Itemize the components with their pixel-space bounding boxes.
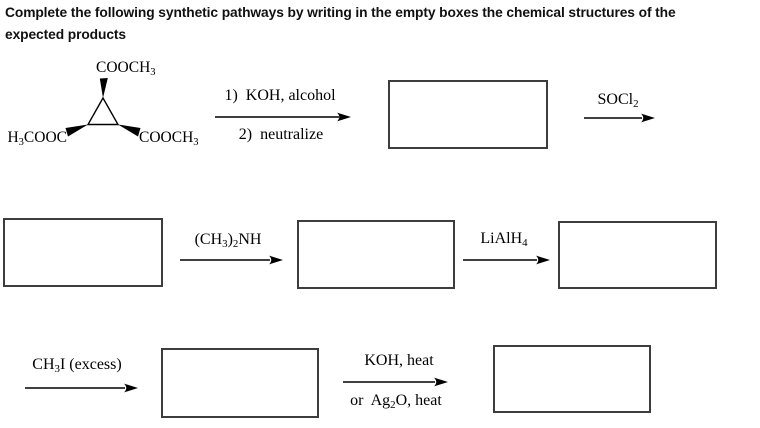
wedge-bond-right xyxy=(118,124,141,137)
substituent-label-top: COOCH3 xyxy=(96,59,156,78)
answer-box-6[interactable] xyxy=(493,345,651,413)
answer-box-2[interactable] xyxy=(3,218,163,287)
reagent-text-step6-above: KOH, heat xyxy=(364,352,434,369)
reagent-text-step4: LiAlH4 xyxy=(480,230,528,250)
reagent-text-step3: (CH3)2NH xyxy=(194,231,262,251)
reagent-text-step1-above: 1) KOH, alcohol xyxy=(224,87,336,104)
substituent-label-left: H3COOC xyxy=(7,129,67,148)
reaction-arrow-1 xyxy=(215,112,351,122)
reaction-arrow-3 xyxy=(180,255,283,265)
reaction-arrow-5 xyxy=(25,383,138,393)
cyclopropane-ring xyxy=(86,96,120,126)
wedge-bond-top xyxy=(99,78,108,98)
title-line-1: Complete the following synthetic pathway… xyxy=(5,5,676,20)
reagent-text-step2: SOCl2 xyxy=(597,91,639,111)
reaction-arrow-4 xyxy=(463,255,550,265)
title-line-2: expected products xyxy=(5,27,126,42)
reagent-text-step5: CH3I (excess) xyxy=(32,356,122,376)
answer-box-4[interactable] xyxy=(558,221,717,289)
reagent-text-step6-below: or Ag2O, heat xyxy=(350,392,442,412)
answer-box-3[interactable] xyxy=(297,220,455,289)
answer-box-5[interactable] xyxy=(161,348,319,418)
cyclopropane-ring-drawing xyxy=(65,78,141,137)
answer-box-1[interactable] xyxy=(388,80,548,149)
reagent-text-step1-below: 2) neutralize xyxy=(238,126,324,143)
reaction-arrow-2 xyxy=(584,113,655,123)
substituent-label-right: COOCH3 xyxy=(139,129,199,148)
page-title: Complete the following synthetic pathway… xyxy=(5,2,755,46)
reaction-arrow-6 xyxy=(343,377,448,387)
wedge-bond-left xyxy=(65,124,88,137)
